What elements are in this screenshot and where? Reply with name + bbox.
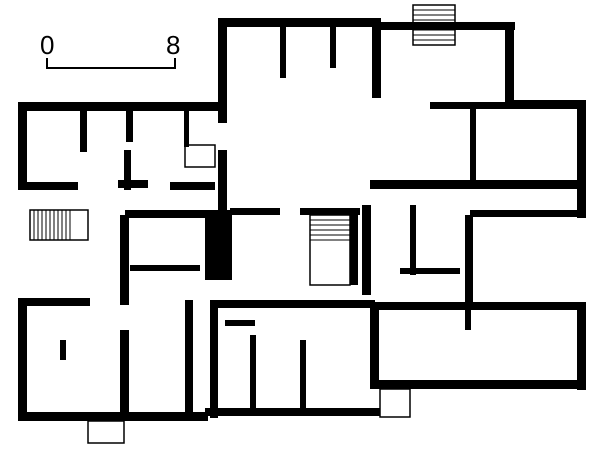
central-lower-block <box>205 300 380 418</box>
left-upper-wing <box>18 102 218 190</box>
left-lower-wing <box>18 210 215 444</box>
right-upper-wing <box>370 22 586 218</box>
right-lower-wing <box>370 205 586 418</box>
scale-end-label: 8 <box>166 30 181 60</box>
left-stair <box>29 209 89 241</box>
central-tall-block <box>184 18 381 280</box>
central-stair <box>309 205 371 295</box>
scale-start-label: 0 <box>40 30 55 60</box>
scale-bar <box>46 58 176 69</box>
